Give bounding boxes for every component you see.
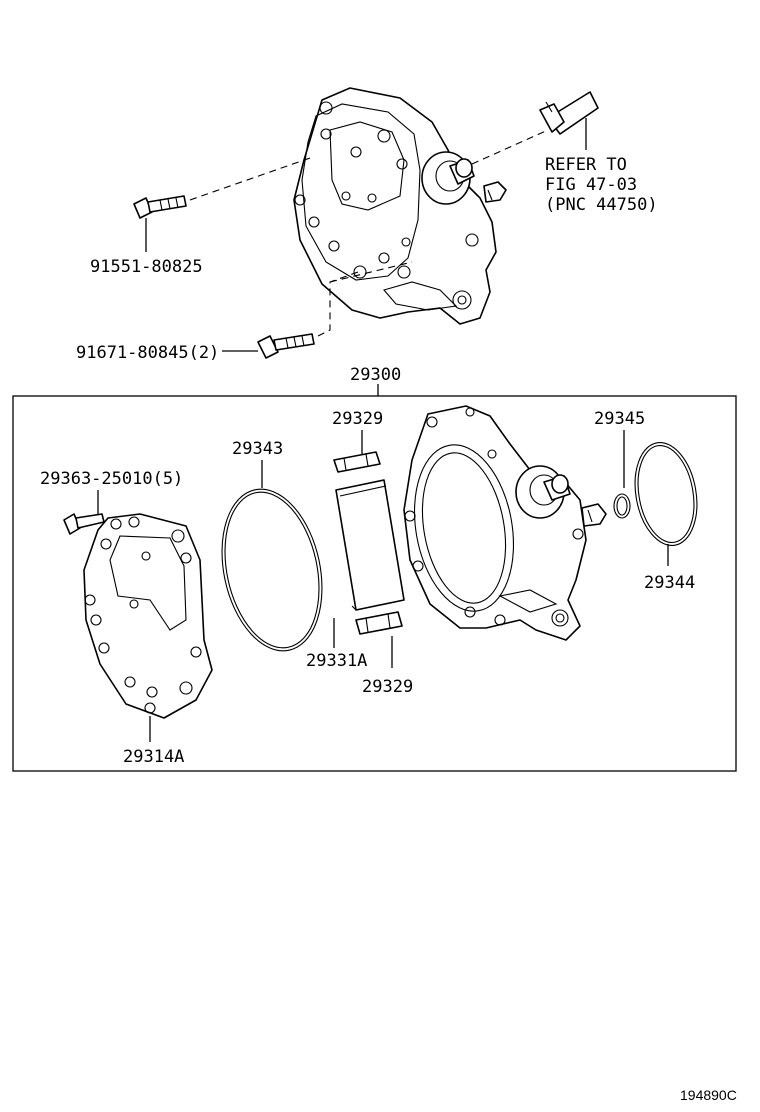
label-91671-80845: 91671-80845(2) (76, 343, 219, 363)
label-29345: 29345 (594, 409, 645, 429)
o-ring-29345 (613, 493, 631, 519)
gasket-cover-29314a (83, 513, 213, 719)
o-ring-29343 (221, 488, 323, 652)
label-29343: 29343 (232, 439, 283, 459)
o-ring-29344 (634, 441, 698, 547)
label-29300: 29300 (350, 365, 401, 385)
figure-code: 194890C (680, 1087, 737, 1103)
bolt-91551 (133, 195, 187, 219)
pump-housing (403, 405, 607, 641)
label-29329-bottom: 29329 (362, 677, 413, 697)
label-29363-25010: 29363-25010(5) (40, 469, 183, 489)
rotor-vane-29331a (335, 479, 405, 611)
refer-note-line-3: (PNC 44750) (545, 195, 658, 215)
vane-tip-29329-top (333, 451, 381, 473)
assembly-kit-box (12, 395, 737, 772)
bolt-91671 (257, 333, 315, 359)
vacuum-hose-reference (539, 91, 599, 150)
refer-note-line-2: FIG 47-03 (545, 175, 637, 195)
refer-note-line-1: REFER TO (545, 155, 627, 175)
label-29329-top: 29329 (332, 409, 383, 429)
label-29344: 29344 (644, 573, 695, 593)
vane-tip-29329-bottom (355, 611, 403, 635)
label-91551-80825: 91551-80825 (90, 257, 203, 277)
label-29331a: 29331A (306, 651, 367, 671)
vacuum-pump-top (293, 87, 507, 325)
label-29314a: 29314A (123, 747, 184, 767)
